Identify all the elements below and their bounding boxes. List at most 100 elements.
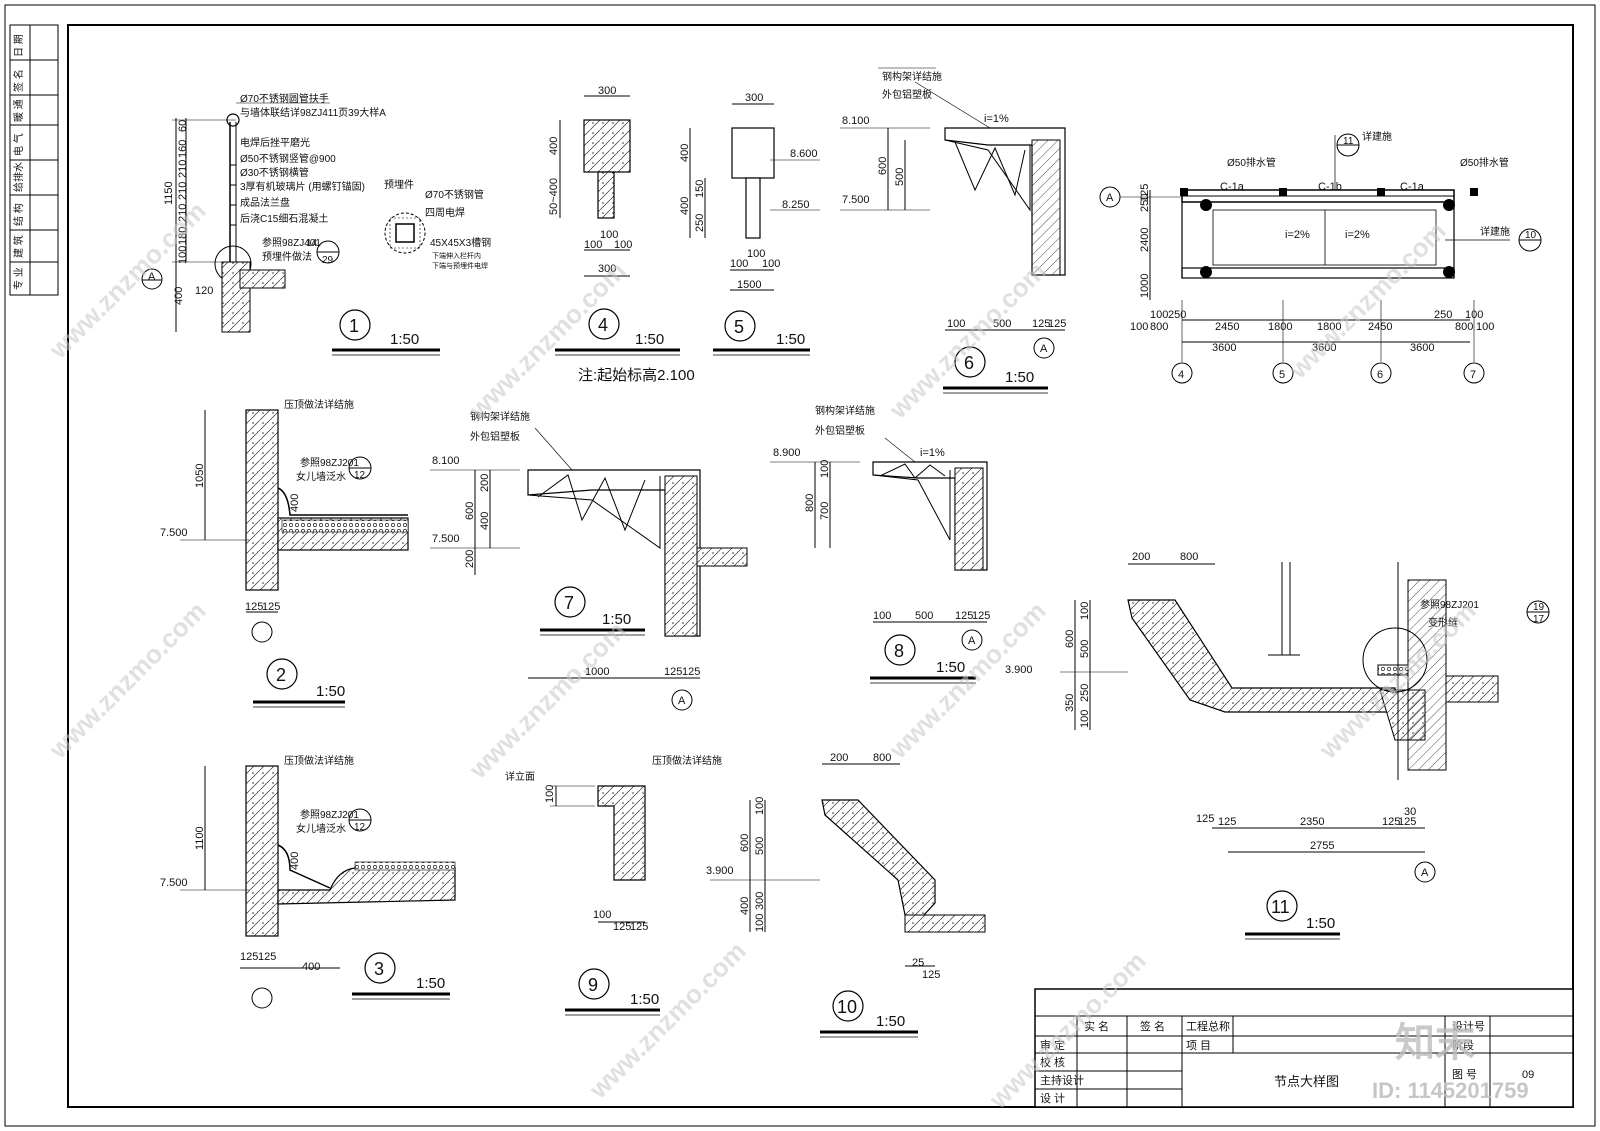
detail-no: 7 bbox=[564, 593, 574, 613]
dim: 1800 bbox=[1317, 321, 1341, 333]
dim: 500 bbox=[754, 837, 766, 855]
note: 参照98ZJ201 bbox=[1420, 598, 1479, 611]
dim: 1050 bbox=[194, 464, 206, 488]
dim: 100 bbox=[754, 797, 766, 815]
dim: 300 bbox=[745, 92, 763, 104]
dim: 300 bbox=[598, 85, 616, 97]
note: 钢构架详结施 bbox=[882, 70, 942, 83]
note: 参照98ZJ201 bbox=[300, 456, 359, 469]
elev: 8.600 bbox=[790, 148, 818, 160]
watermark-id: ID: 1145201759 bbox=[1372, 1078, 1529, 1103]
axis-a: A bbox=[1040, 343, 1048, 355]
plan-detail: C-1a C-1b C-1a Ø50排水管 Ø50排水管 i=2% i=2% 1… bbox=[1099, 130, 1542, 384]
stamp-cell: 给排水 bbox=[12, 162, 25, 192]
tb-header: 实 名 bbox=[1084, 1019, 1109, 1033]
stamp-cell: 日 期 bbox=[13, 34, 25, 57]
watermark-brand: 知末 bbox=[1395, 1021, 1475, 1065]
scale: 1:50 bbox=[776, 331, 805, 348]
ref-label: 详建施 bbox=[1480, 225, 1510, 238]
dim: 125 bbox=[1382, 816, 1400, 828]
note: Ø70不锈钢圆管扶手 bbox=[240, 92, 329, 105]
dim: 100 bbox=[730, 258, 748, 270]
dim: 100 bbox=[747, 248, 765, 260]
scale: 1:50 bbox=[602, 611, 631, 628]
elev: 3.900 bbox=[706, 865, 734, 877]
axis-no: 4 bbox=[1178, 369, 1184, 381]
dim: 400 bbox=[679, 197, 691, 215]
dim: 100 bbox=[614, 239, 632, 251]
dim: 125 bbox=[1398, 816, 1416, 828]
dim: 250 bbox=[1168, 309, 1186, 321]
dim: 1000 bbox=[1139, 274, 1151, 298]
dim: 100 bbox=[1079, 602, 1091, 620]
dim: 100 bbox=[819, 460, 831, 478]
note: 下端与预埋件电焊 bbox=[432, 261, 488, 270]
dim: 2755 bbox=[1310, 840, 1334, 852]
pipe-note: Ø50排水管 bbox=[1460, 156, 1509, 169]
stamp-cell: 签 名 bbox=[12, 69, 25, 92]
detail-1: 1150 60 160 210 210 210 180 100 400 120 … bbox=[141, 92, 491, 356]
dim: 210 bbox=[177, 182, 189, 200]
note: 钢构架详结施 bbox=[815, 404, 875, 417]
note: 下端伸入栏杆内 bbox=[432, 251, 481, 260]
note: 电焊后挫平磨光 bbox=[240, 136, 310, 149]
dim: 50~400 bbox=[548, 178, 560, 215]
dim: 125 bbox=[664, 666, 682, 678]
dim: 600 bbox=[739, 834, 751, 852]
dim: 100 bbox=[544, 785, 556, 803]
elev: 7.500 bbox=[160, 877, 188, 889]
dim: 160 bbox=[177, 140, 189, 158]
dim: 800 bbox=[804, 494, 816, 512]
axis-a: A bbox=[1106, 192, 1114, 204]
detail-7: 钢构架详结施 外包铝塑板 8.100 7.500 200 600 400 200… bbox=[430, 410, 748, 711]
dim: 100 bbox=[762, 258, 780, 270]
dim: 400 bbox=[548, 137, 560, 155]
note: Ø70不锈钢管 bbox=[425, 188, 484, 201]
stamp-cell: 暖 通 bbox=[12, 99, 25, 122]
dim: 250 bbox=[1079, 684, 1091, 702]
stamp-cell: 专 业 bbox=[12, 267, 25, 290]
dim: 300 bbox=[598, 263, 616, 275]
dim: 700 bbox=[819, 502, 831, 520]
dim: 100 bbox=[1130, 321, 1148, 333]
slope: i=1% bbox=[984, 113, 1009, 125]
detail-6: 钢构架详结施 外包铝塑板 i=1% 8.100 7.500 600 500 10… bbox=[840, 67, 1066, 394]
note: 与墙体联结详98ZJ411页39大样A bbox=[240, 106, 386, 119]
dim: 100 bbox=[873, 610, 891, 622]
dim: 400 bbox=[679, 144, 691, 162]
note: 女儿墙泛水 bbox=[296, 470, 346, 483]
dim: 125 bbox=[613, 921, 631, 933]
dim: 1100 bbox=[194, 826, 206, 850]
axis-a: A bbox=[1421, 867, 1429, 879]
dim: 1000 bbox=[585, 666, 609, 678]
dim: 800 bbox=[1455, 321, 1473, 333]
dim: 100 bbox=[177, 246, 189, 264]
detail-no: 5 bbox=[734, 317, 744, 337]
dim: 250 bbox=[694, 214, 706, 232]
ref-no: 17 bbox=[1533, 614, 1545, 625]
dim: 200 bbox=[479, 474, 491, 492]
dim: 400 bbox=[739, 897, 751, 915]
note: 3厚有机玻璃片 (用螺钉锚固) bbox=[240, 180, 365, 193]
note: 压顶做法详结施 bbox=[284, 754, 354, 767]
dim: 250 bbox=[1139, 194, 1151, 212]
outer-frame bbox=[4, 4, 1596, 1127]
dim: 250 bbox=[1434, 309, 1452, 321]
inner-frame bbox=[67, 24, 1574, 1108]
dim: 125 bbox=[258, 951, 276, 963]
detail-no: 3 bbox=[374, 959, 384, 979]
note: 女儿墙泛水 bbox=[296, 822, 346, 835]
dim: 400 bbox=[173, 287, 185, 305]
dim: 500 bbox=[993, 318, 1011, 330]
dim: 100 bbox=[1079, 710, 1091, 728]
tb-header: 设计号 bbox=[1452, 1020, 1485, 1033]
elev: 8.100 bbox=[842, 115, 870, 127]
dim: 125 bbox=[1218, 816, 1236, 828]
scale: 1:50 bbox=[876, 1013, 905, 1030]
watermark-site: www.znzmo.com bbox=[882, 256, 1051, 425]
tb-row: 主持设计 bbox=[1040, 1073, 1084, 1087]
watermark-site: www.znzmo.com bbox=[582, 936, 751, 1105]
dim: 125 bbox=[955, 610, 973, 622]
dim: 100 bbox=[947, 318, 965, 330]
dim: 210 bbox=[177, 160, 189, 178]
